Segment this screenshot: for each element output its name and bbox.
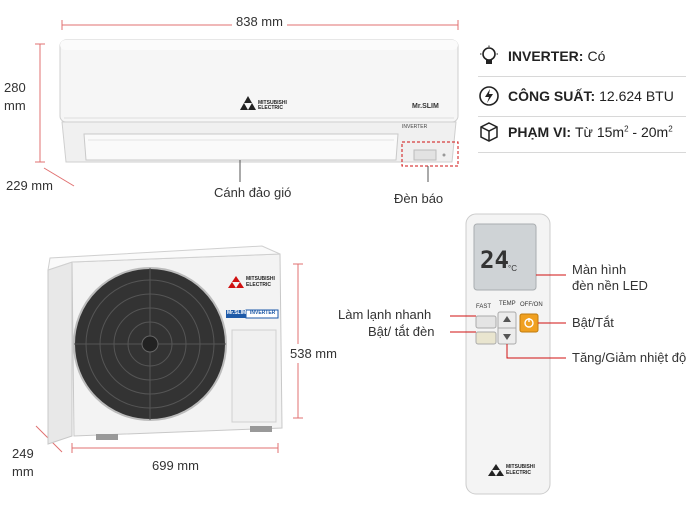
callout-air-vane: Cánh đảo gió <box>214 185 292 200</box>
remote-control: 24 °C FAST TEMP OFF/ON MITSUBISHI ELECTR… <box>462 212 558 496</box>
callout-power: Bật/Tắt <box>572 315 614 330</box>
spec-inverter-value: Có <box>587 48 606 64</box>
indoor-height-unit: mm <box>4 98 26 113</box>
callout-led-display-line2: đèn nền LED <box>572 278 648 293</box>
outdoor-height-label: 538 mm <box>290 344 337 363</box>
outdoor-unit-drawing <box>35 245 303 453</box>
spec-inverter-key: INVERTER: <box>508 48 584 64</box>
remote-drawing <box>465 213 551 495</box>
outdoor-brand-line2: ELECTRIC <box>246 282 271 288</box>
spec-range-value: Từ 15m2 - 20m2 <box>575 124 673 140</box>
outdoor-depth-label: 249 <box>12 446 34 461</box>
callout-indicator-light: Đèn báo <box>394 191 444 206</box>
remote-display-unit: °C <box>508 264 517 273</box>
spec-capacity: CÔNG SUẤT: 12.624 BTU <box>478 76 686 117</box>
remote-brand-logo <box>488 464 504 476</box>
indoor-inverter-tag: INVERTER <box>402 124 428 130</box>
spec-capacity-key: CÔNG SUẤT: <box>508 88 596 104</box>
outdoor-depth-unit: mm <box>12 464 34 479</box>
remote-display-temp: 24 <box>480 246 509 274</box>
outdoor-width-label: 699 mm <box>152 458 199 473</box>
spec-range-key: PHẠM VI: <box>508 124 571 140</box>
indoor-brand-line2: ELECTRIC <box>258 105 283 111</box>
outdoor-unit: MITSUBISHI ELECTRIC Mr.SLIM INVERTER 538… <box>0 240 360 522</box>
fan-grille <box>73 267 227 421</box>
indoor-height-label: 280 <box>4 80 26 95</box>
temp-label: TEMP <box>499 301 516 307</box>
fast-label: FAST <box>476 304 492 310</box>
callout-temp-adjust: Tăng/Giảm nhiệt độ <box>572 350 687 365</box>
outdoor-model-badge: Mr.SLIM <box>227 310 247 316</box>
indoor-brand-line1: MITSUBISHI <box>258 100 287 106</box>
outdoor-inverter-tag: INVERTER <box>250 310 276 316</box>
remote-brand-line1: MITSUBISHI <box>506 464 535 470</box>
outdoor-brand-logo <box>228 276 244 288</box>
callout-led-display-line1: Màn hình <box>572 262 627 277</box>
cube-icon <box>480 122 498 142</box>
indoor-unit: MITSUBISHI ELECTRIC Mr.SLIM INVERTER 838… <box>0 0 470 215</box>
spec-range: PHẠM VI: Từ 15m2 - 20m2 <box>478 112 686 153</box>
spec-capacity-value: 12.624 BTU <box>599 88 674 104</box>
indoor-width-label: 838 mm <box>232 14 287 29</box>
outdoor-brand-line1: MITSUBISHI <box>246 276 275 282</box>
lightbulb-icon <box>480 45 498 64</box>
indoor-depth-label: 229 mm <box>6 178 53 193</box>
indoor-unit-drawing <box>35 20 459 187</box>
power-bolt-icon <box>479 86 499 106</box>
onoff-label: OFF/ON <box>520 302 543 308</box>
remote-brand-line2: ELECTRIC <box>506 470 531 476</box>
spec-inverter: INVERTER: Có <box>478 36 686 77</box>
indoor-model-badge: Mr.SLIM <box>412 103 439 110</box>
callout-light-toggle: Bật/ tắt đèn <box>368 324 435 339</box>
callout-fast-cool: Làm lạnh nhanh <box>338 307 432 322</box>
brand-logo <box>240 96 256 110</box>
